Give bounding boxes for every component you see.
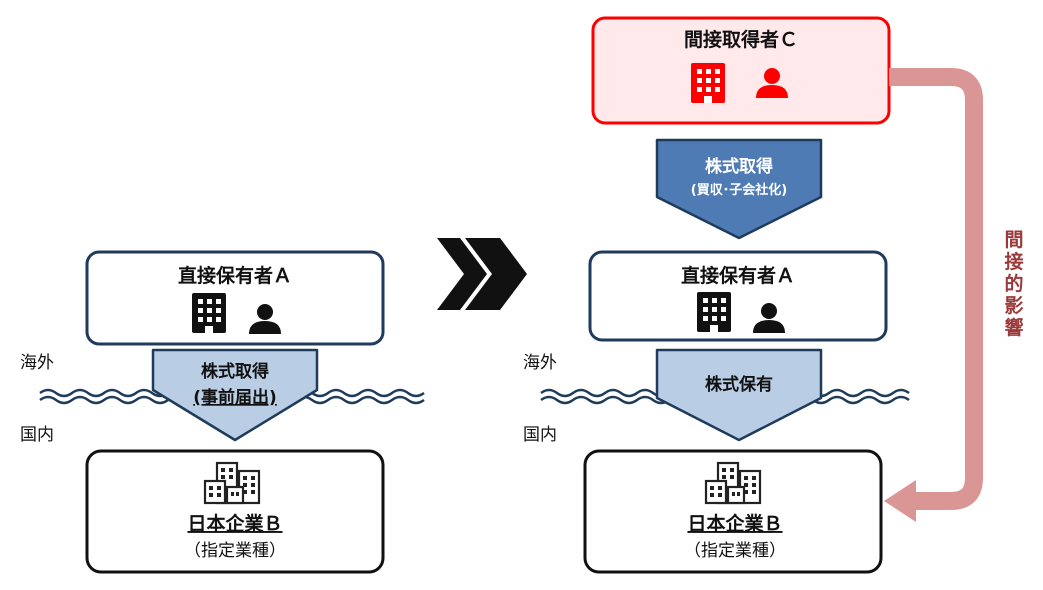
side-char-4: 影 (1004, 295, 1023, 317)
left-scenario: 直接保有者Ａ 海外 国内 株式取得 (事前届出) 日本企業Ｂ （指定業種） (20, 250, 425, 574)
building-icon (192, 293, 226, 333)
left-arrow-line1: 株式取得 (201, 361, 269, 382)
indirect-influence-arrow (884, 68, 983, 522)
left-arrow-line2: (事前届出) (193, 387, 277, 408)
left-abroad-label: 海外 (20, 353, 54, 373)
left-holder-a-title: 直接保有者Ａ (178, 264, 292, 287)
right-holder-a-title: 直接保有者Ａ (681, 264, 795, 287)
building-icon (691, 63, 725, 103)
building-icon (697, 292, 731, 332)
acquirer-c-title: 間接取得者Ｃ (684, 28, 798, 51)
right-holding-arrow: 株式保有 (655, 348, 823, 442)
indirect-influence-label: 間 接 的 影 響 (1004, 229, 1023, 339)
left-company-b-sub: （指定業種） (184, 541, 286, 561)
right-domestic-label: 国内 (523, 425, 557, 445)
right-scenario: 間接取得者Ｃ 株式取得 (買収･子会社化) 直接保有者Ａ 海外 国内 株式保有 (523, 16, 1024, 574)
left-domestic-label: 国内 (20, 425, 54, 445)
left-company-b-title: 日本企業Ｂ (187, 512, 282, 535)
acquirer-c-box: 間接取得者Ｃ (591, 16, 891, 125)
left-acquisition-arrow: 株式取得 (事前届出) (151, 348, 319, 442)
right-company-b-sub: （指定業種） (684, 541, 786, 561)
chevron-right-icon (437, 238, 527, 310)
side-char-1: 間 (1004, 229, 1023, 251)
side-char-2: 接 (1004, 251, 1023, 273)
right-company-b-box: 日本企業Ｂ （指定業種） (583, 449, 883, 574)
right-acq-arrow-line1: 株式取得 (705, 156, 773, 177)
right-holder-a-box: 直接保有者Ａ (588, 250, 888, 342)
left-holder-a-box: 直接保有者Ａ (85, 250, 385, 346)
side-char-5: 響 (1004, 316, 1023, 339)
right-acq-arrow-line2: (買収･子会社化) (691, 182, 787, 198)
right-hold-arrow-label: 株式保有 (705, 374, 773, 395)
right-company-b-title: 日本企業Ｂ (687, 512, 782, 535)
right-abroad-label: 海外 (523, 353, 557, 373)
right-acquisition-arrow: 株式取得 (買収･子会社化) (655, 138, 823, 240)
side-char-3: 的 (1004, 272, 1023, 295)
left-company-b-box: 日本企業Ｂ （指定業種） (85, 449, 385, 574)
